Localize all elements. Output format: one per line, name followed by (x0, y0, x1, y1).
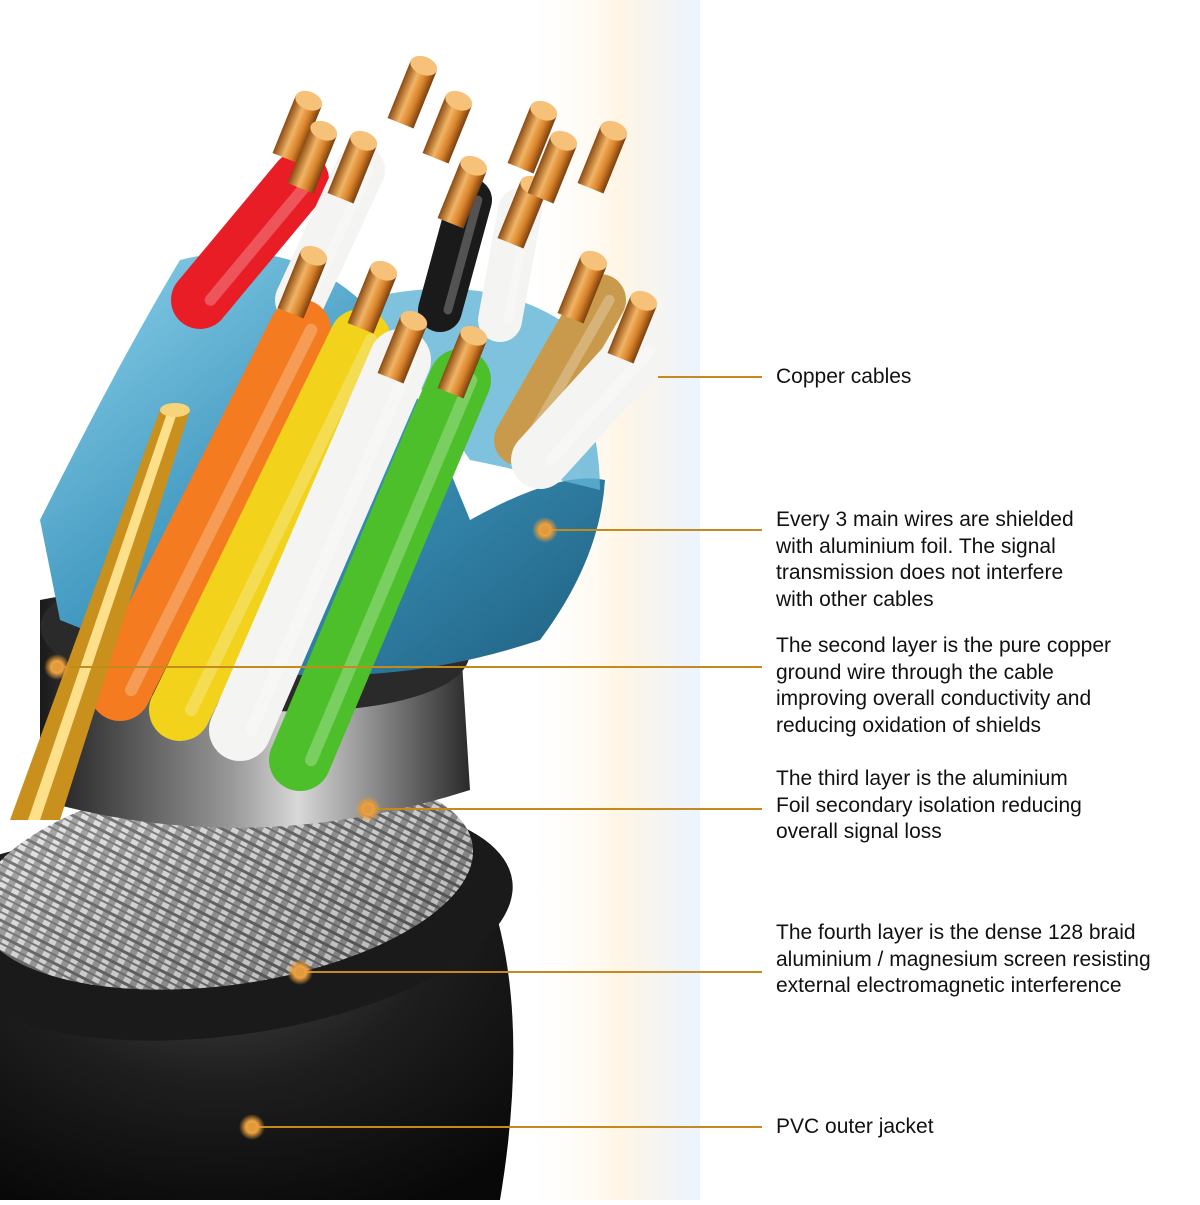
pvc-jacket-label-line: PVC outer jacket (776, 1115, 934, 1138)
wire-highlight (124, 323, 318, 697)
insulated-wire (149, 309, 391, 741)
insulated-wire (209, 329, 431, 761)
foil-shield-label-line: with aluminium foil. The signal (776, 534, 1056, 558)
foil-shield-label-line: transmission does not interfere (776, 561, 1064, 584)
aluminium-foil-label-line: The third layer is the aluminium (776, 767, 1068, 790)
ground-wire-label-line: reducing oxidation of shields (776, 713, 1042, 737)
copper-conductor (527, 130, 578, 204)
copper-conductor (277, 245, 328, 319)
ground-wire-label-line: improving overall conductivity and (776, 687, 1092, 710)
aluminium-foil-label-line: overall signal loss (776, 820, 942, 843)
copper-conductor (437, 325, 488, 399)
ground-wire-label-line: The second layer is the pure copper (776, 634, 1112, 657)
leader-lines (44, 376, 762, 1140)
copper-cables-label-line: Copper cables (776, 365, 912, 388)
wire-highlight (204, 174, 317, 306)
copper-conductor (577, 120, 628, 194)
aluminium-foil-label-line: Foil secondary isolation reducing (776, 793, 1082, 817)
foil-shield-label-line: Every 3 main wires are shielded (776, 508, 1074, 531)
copper-conductor (387, 55, 438, 129)
insulated-wire (269, 349, 491, 791)
inner-wires (89, 55, 669, 791)
ground-wire-label-line: ground wire through the cable (776, 660, 1054, 684)
foil-shield-label: Every 3 main wires are shielded with alum… (776, 507, 1196, 613)
braid-screen-label-line: aluminium / magnesium screen resisting (776, 947, 1151, 971)
wire-highlight (184, 333, 378, 717)
pvc-jacket-label: PVC outer jacket (776, 1114, 1196, 1141)
copper-conductor (287, 120, 338, 194)
insulated-wire (89, 299, 331, 721)
copper-conductor (437, 155, 488, 229)
copper-conductor (607, 290, 658, 364)
copper-conductor (327, 130, 378, 204)
copper-cables-label: Copper cables (776, 364, 1196, 391)
ground-wire-label: The second layer is the pure copper groun… (776, 633, 1196, 739)
copper-conductor (422, 90, 473, 164)
braid-screen-label-line: external electromagnetic interference (776, 974, 1122, 997)
copper-ground-wire-shape (10, 403, 190, 820)
foil-shield-marker-dot (540, 525, 550, 535)
wire-highlight (544, 344, 657, 466)
braid-screen-label-line: The fourth layer is the dense 128 braid (776, 921, 1136, 944)
aluminium-foil-marker-dot (363, 804, 373, 814)
copper-conductor (557, 250, 608, 324)
braid-screen-label: The fourth layer is the dense 128 braid a… (776, 920, 1196, 1000)
braid-screen-marker-dot (295, 967, 305, 977)
wire-highlight (443, 195, 483, 315)
wire-highlight (304, 373, 478, 767)
insulated-wire (511, 321, 669, 489)
copper-conductor (272, 90, 323, 164)
copper-conductor (377, 310, 428, 384)
pvc-jacket-marker-dot (247, 1122, 257, 1132)
braid-screen-shape (0, 770, 473, 990)
insulated-wire (494, 274, 626, 466)
insulated-wire (171, 151, 329, 329)
copper-conductor (347, 260, 398, 334)
foil-shield-label-line: with other cables (776, 587, 934, 611)
copper-conductor (507, 100, 558, 174)
ground-wire-marker-dot (52, 662, 62, 672)
wire-highlight (244, 353, 418, 737)
